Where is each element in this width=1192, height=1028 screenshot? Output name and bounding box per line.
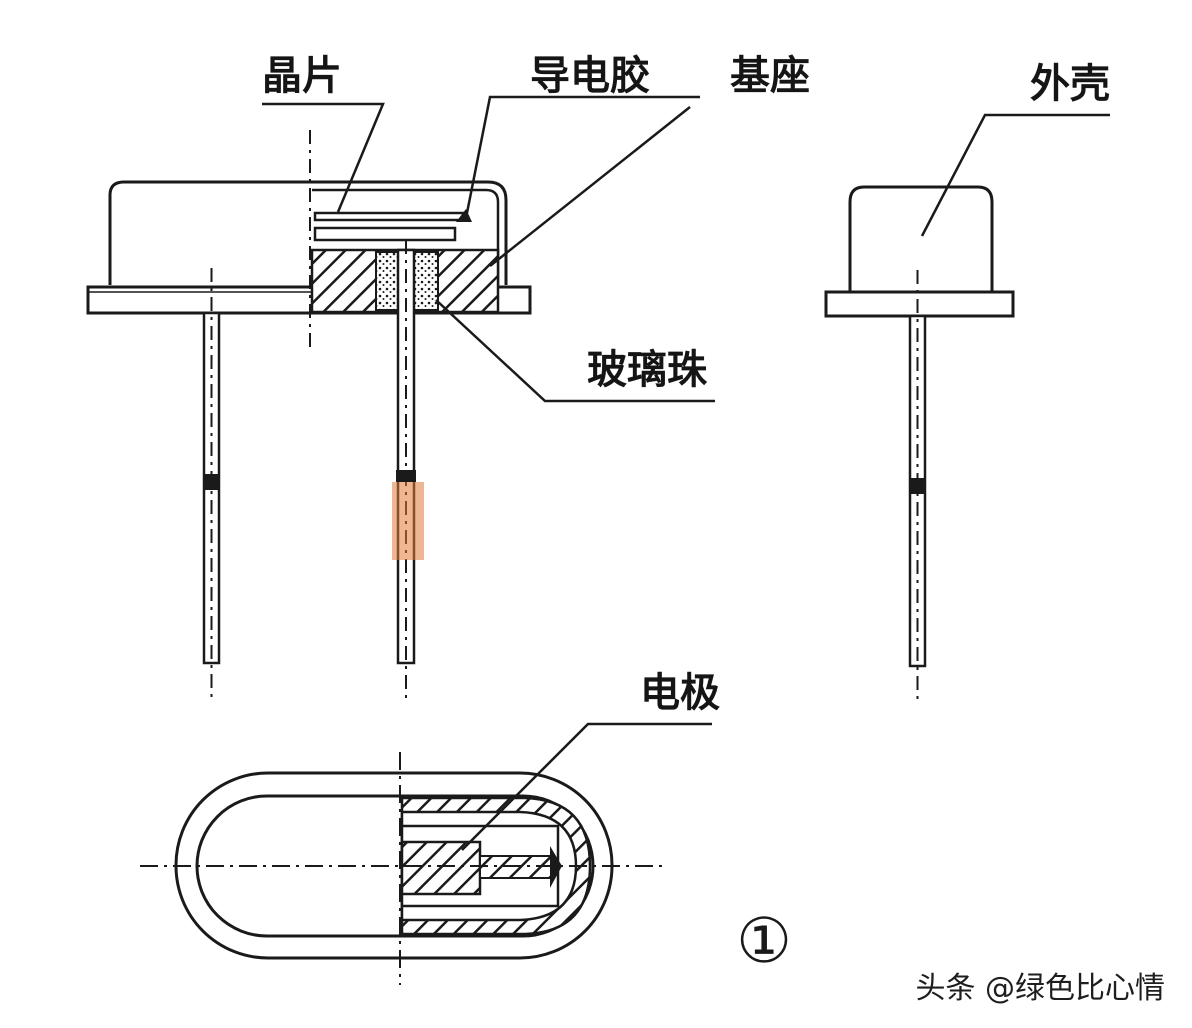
leader-glass — [435, 299, 715, 403]
chip-holder-plate — [313, 226, 457, 242]
pin-left — [202, 268, 221, 700]
leader-glue — [464, 95, 700, 219]
leader-lines — [262, 95, 1110, 851]
label-electrode: 电极 — [640, 670, 720, 716]
label-chip: 晶片 — [262, 53, 342, 99]
shell-pin-mark — [909, 478, 926, 494]
shell-flange — [824, 290, 1015, 318]
label-base: 基座 — [730, 53, 810, 99]
label-shell: 外壳 — [1030, 61, 1110, 107]
housing-inner-wall — [312, 188, 500, 285]
watermark-overlay — [392, 482, 424, 560]
electrode-tip — [550, 846, 562, 888]
conductive-glue-dot — [456, 209, 472, 222]
figure-number: ① — [736, 904, 792, 977]
watermark-text: 头条 @绿色比心情 — [915, 971, 1165, 1006]
electrode-plate — [400, 840, 482, 896]
top-view — [140, 752, 665, 985]
leader-electrode — [461, 722, 712, 851]
pin-right — [392, 240, 424, 700]
label-conductive-glue: 导电胶 — [530, 53, 650, 99]
leader-chip — [262, 102, 385, 213]
housing-outline — [108, 180, 508, 285]
side-section-view — [86, 130, 532, 700]
shell-outline — [848, 185, 994, 292]
crystal-chip — [313, 211, 467, 222]
outline-view — [824, 185, 1015, 700]
label-glass-bead: 玻璃珠 — [587, 347, 708, 393]
leader-shell — [920, 113, 1110, 237]
leader-base — [489, 106, 691, 267]
